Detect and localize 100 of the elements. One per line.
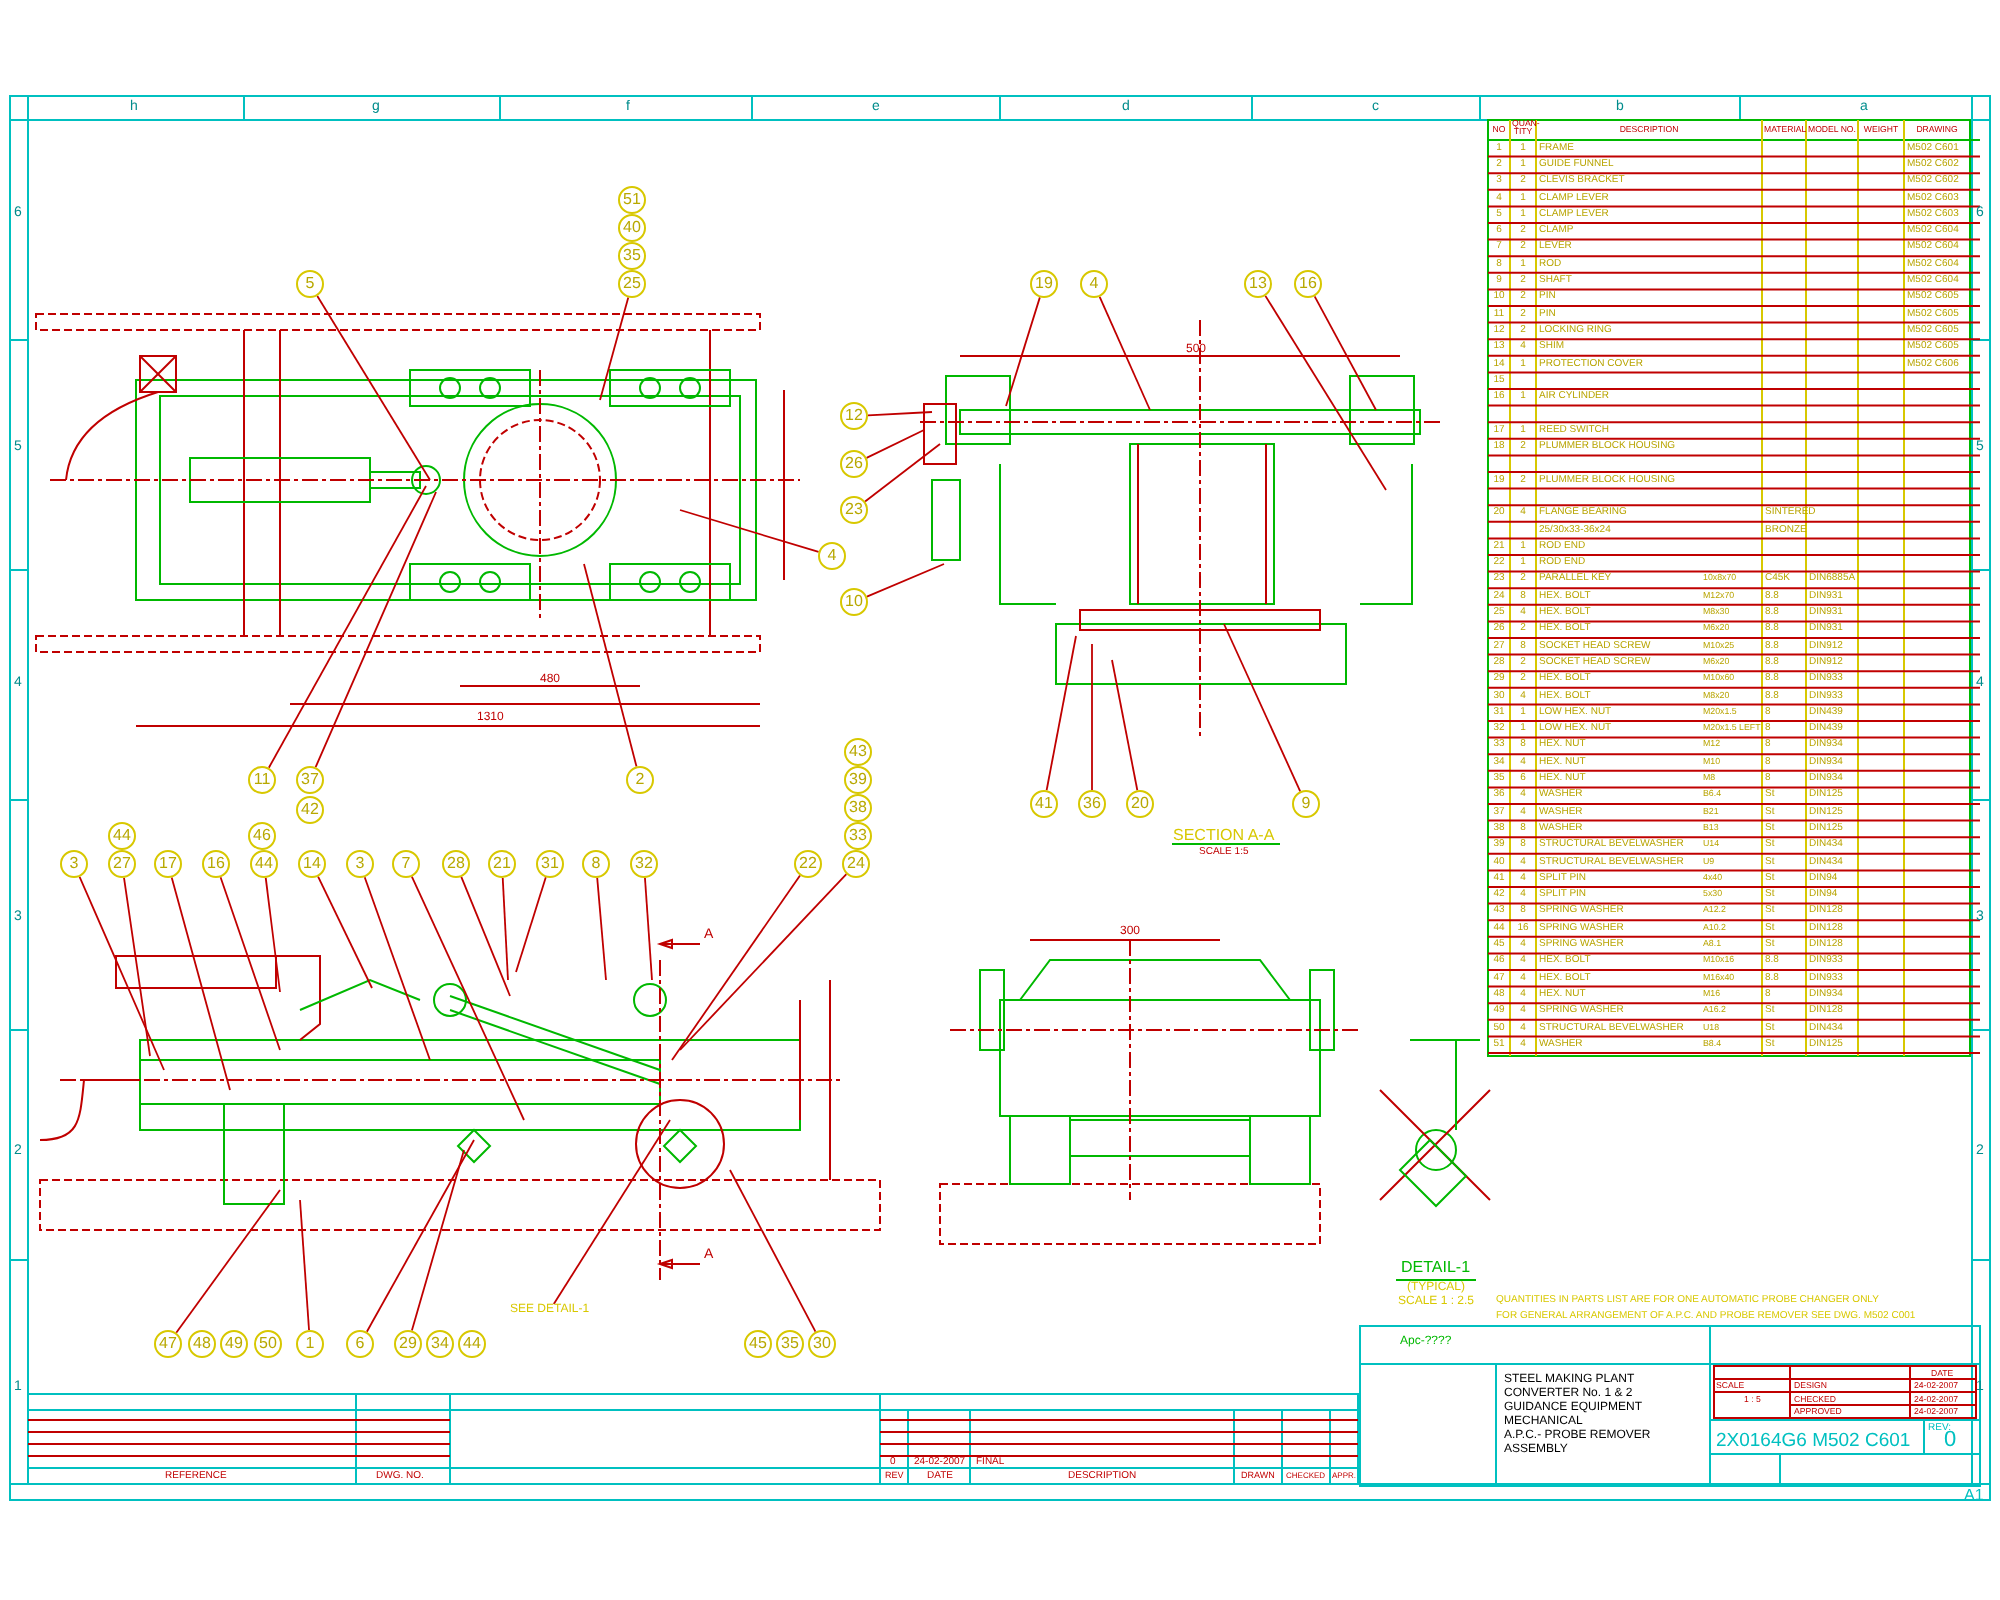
callout-number: 35 <box>618 242 646 270</box>
leader-line <box>867 411 933 417</box>
side-view-drawing <box>39 938 881 1281</box>
callout-number: 23 <box>840 496 868 524</box>
callout-number: 17 <box>154 850 182 878</box>
revision-number: 0 <box>1944 1430 1957 1452</box>
leader-line <box>865 429 925 459</box>
callout-number: 26 <box>840 450 868 478</box>
callout-number: 5 <box>296 270 324 298</box>
leader-line <box>123 876 151 1057</box>
leader-line <box>671 874 801 1061</box>
view-title: SECTION A-A <box>1173 828 1275 844</box>
callout-number: 50 <box>254 1330 282 1358</box>
leader-line <box>410 875 525 1121</box>
leader-line <box>299 1199 310 1331</box>
leader-line <box>365 1139 475 1333</box>
callout-number: 42 <box>296 796 324 824</box>
callout-number: 7 <box>392 850 420 878</box>
callout-number: 47 <box>154 1330 182 1358</box>
callout-number: 11 <box>248 766 276 794</box>
leader-line <box>1264 295 1387 491</box>
callout-number: 39 <box>844 766 872 794</box>
callout-number: 34 <box>426 1330 454 1358</box>
callout-number: 8 <box>582 850 610 878</box>
callout-number: 22 <box>794 850 822 878</box>
leader-line <box>219 876 281 1051</box>
leader-line <box>644 877 653 981</box>
callout-number: 2 <box>626 766 654 794</box>
callout-number: 48 <box>188 1330 216 1358</box>
leader-line <box>679 509 820 553</box>
callout-number: 45 <box>744 1330 772 1358</box>
leader-line <box>866 563 945 598</box>
leader-line <box>175 1189 281 1334</box>
callout-number: 49 <box>220 1330 248 1358</box>
callout-number: 1 <box>296 1330 324 1358</box>
leader-line <box>1098 295 1151 411</box>
callout-number: 4 <box>818 542 846 570</box>
callout-number: 33 <box>844 822 872 850</box>
callout-number: 20 <box>1126 790 1154 818</box>
top-view-drawing <box>35 313 801 727</box>
callout-number: 9 <box>1292 790 1320 818</box>
leader-line <box>583 563 638 768</box>
callout-number: 6 <box>346 1330 374 1358</box>
callout-number: 35 <box>776 1330 804 1358</box>
leader-line <box>599 296 630 401</box>
drawing-number: 2X0164G6 M502 C601 <box>1716 1432 1911 1451</box>
leader-line <box>1005 296 1041 407</box>
callout-number: 44 <box>250 850 278 878</box>
callout-number: 32 <box>630 850 658 878</box>
view-title: DETAIL-1 <box>1401 1260 1471 1276</box>
callout-number: 13 <box>1244 270 1272 298</box>
leader-line <box>596 877 607 981</box>
callout-number: 16 <box>202 850 230 878</box>
callout-number: 30 <box>808 1330 836 1358</box>
callout-number: 12 <box>840 402 868 430</box>
callout-number: 51 <box>618 186 646 214</box>
leader-line <box>679 873 848 1051</box>
leader-line <box>267 485 427 769</box>
callout-number: 19 <box>1030 270 1058 298</box>
callout-number: 3 <box>346 850 374 878</box>
leader-line <box>864 443 941 503</box>
callout-number: 4 <box>1080 270 1108 298</box>
leader-line <box>515 876 547 973</box>
callout-number: 21 <box>488 850 516 878</box>
callout-number: 44 <box>108 822 136 850</box>
callout-number: 3 <box>60 850 88 878</box>
leader-line <box>1111 659 1139 792</box>
callout-number: 40 <box>618 214 646 242</box>
callout-number: 43 <box>844 738 872 766</box>
leader-line <box>78 875 165 1071</box>
leader-line <box>411 1149 465 1332</box>
callout-number: 28 <box>442 850 470 878</box>
leader-line <box>1091 643 1093 791</box>
leader-line <box>1045 635 1077 792</box>
callout-number: 41 <box>1030 790 1058 818</box>
leader-line <box>729 1169 817 1333</box>
leader-line <box>264 877 281 993</box>
callout-number: 14 <box>298 850 326 878</box>
callout-number: 29 <box>394 1330 422 1358</box>
leader-line <box>317 875 373 989</box>
section-view-drawing <box>919 319 1441 741</box>
leader-line <box>552 1119 671 1305</box>
callout-number: 44 <box>458 1330 486 1358</box>
callout-number: 36 <box>1078 790 1106 818</box>
leader-line <box>314 491 437 769</box>
callout-number: 25 <box>618 270 646 298</box>
callout-number: 27 <box>108 850 136 878</box>
callout-number: 10 <box>840 588 868 616</box>
leader-line <box>1313 295 1377 411</box>
leader-line <box>363 876 431 1061</box>
callout-number: 31 <box>536 850 564 878</box>
callout-number: 46 <box>248 822 276 850</box>
leader-line <box>501 877 509 981</box>
callout-number: 38 <box>844 794 872 822</box>
leader-line <box>170 876 231 1091</box>
callout-number: 24 <box>842 850 870 878</box>
leader-line <box>1223 623 1302 793</box>
callout-number: 16 <box>1294 270 1322 298</box>
callout-number: 37 <box>296 766 324 794</box>
leader-line <box>460 876 511 997</box>
